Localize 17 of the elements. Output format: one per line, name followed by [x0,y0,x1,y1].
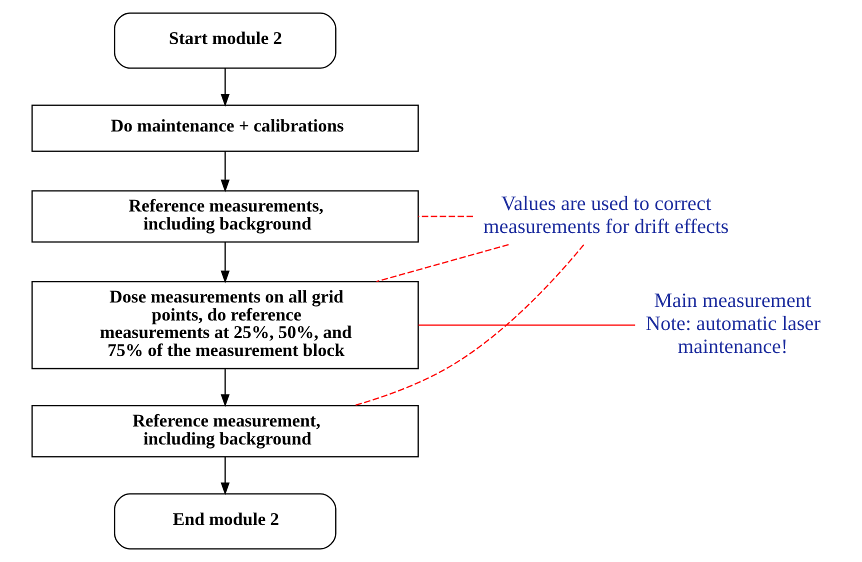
node-text: Main measurement Note: automatic laser maintenance! [646,290,821,358]
node-box: End module 2 [114,493,336,550]
connector [354,244,584,406]
node-box: Reference measurement, including background [31,405,419,458]
arrow [220,369,230,408]
node-text: Values are used to correct measurements for drift effects [483,192,729,238]
arrow [220,152,230,192]
arrow [220,242,230,284]
connector [376,244,509,282]
arrow [220,68,230,107]
node-box: Do maintenance + calibrations [31,104,419,152]
node-box: Start module 2 [114,12,336,69]
connector [418,324,636,326]
node-box: Reference measurements, including background [31,190,419,243]
arrow [220,456,230,496]
connector [418,216,473,218]
node-box: Dose measurements on all grid points, do reference measurements at 25%, 50%, and 75% of the measurement block [31,281,419,370]
